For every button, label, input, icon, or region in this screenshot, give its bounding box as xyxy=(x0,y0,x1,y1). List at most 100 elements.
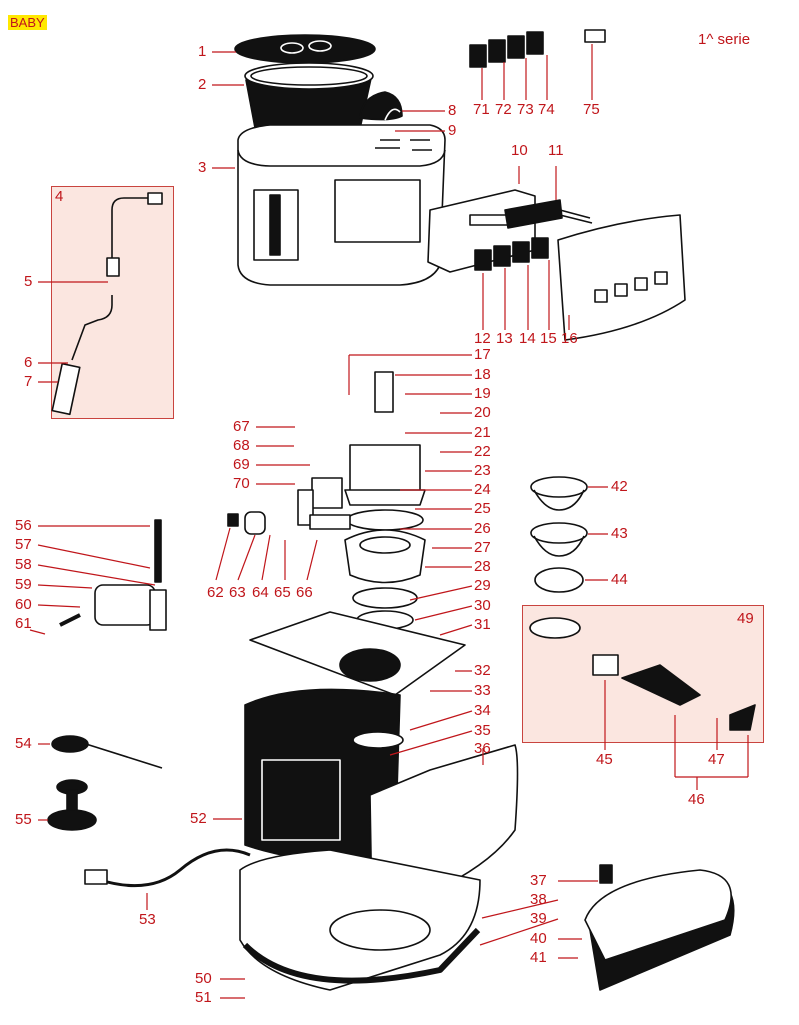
callout-54: 54 xyxy=(15,735,32,752)
callout-1: 1 xyxy=(198,43,207,60)
callout-72: 72 xyxy=(495,101,512,118)
callout-60: 60 xyxy=(15,596,32,613)
callout-68: 68 xyxy=(233,437,250,454)
callout-69: 69 xyxy=(233,456,250,473)
power-cord-drawing xyxy=(99,848,251,888)
callout-17: 17 xyxy=(474,346,491,363)
callout-13: 13 xyxy=(496,330,513,347)
callout-28: 28 xyxy=(474,558,491,575)
callout-40: 40 xyxy=(530,930,547,947)
series-note: 1^ serie xyxy=(698,31,751,48)
callout-26: 26 xyxy=(474,520,491,537)
steam-knob-drawing xyxy=(359,91,403,121)
scoop-drawing xyxy=(51,735,163,769)
callout-51: 51 xyxy=(195,989,212,1006)
callout-65: 65 xyxy=(274,584,291,601)
callout-49: 49 xyxy=(737,610,754,627)
callout-12: 12 xyxy=(474,330,491,347)
steam-wand-drawing xyxy=(51,192,163,416)
callout-50: 50 xyxy=(195,970,212,987)
callout-47: 47 xyxy=(708,751,725,768)
drip-tray-drawing xyxy=(584,864,735,991)
callout-27: 27 xyxy=(474,539,491,556)
callout-43: 43 xyxy=(611,525,628,542)
tamper-drawing xyxy=(47,779,97,831)
callout-18: 18 xyxy=(474,366,491,383)
callout-22: 22 xyxy=(474,443,491,460)
callout-66: 66 xyxy=(296,584,313,601)
callout-57: 57 xyxy=(15,536,32,553)
callout-2: 2 xyxy=(198,76,207,93)
callout-74: 74 xyxy=(538,101,555,118)
callout-56: 56 xyxy=(15,517,32,534)
chassis-plate-drawing xyxy=(249,611,466,696)
callout-3: 3 xyxy=(198,159,207,176)
filter-baskets-drawing xyxy=(530,476,588,593)
callout-11: 11 xyxy=(548,142,564,159)
upper-cover-drawing xyxy=(237,124,446,286)
callout-75: 75 xyxy=(583,101,600,118)
callout-10: 10 xyxy=(511,142,528,159)
callout-8: 8 xyxy=(448,102,457,119)
portafilter-drawing xyxy=(529,617,756,731)
callout-73: 73 xyxy=(517,101,534,118)
connector-drawing xyxy=(584,29,606,43)
callout-24: 24 xyxy=(474,481,491,498)
model-badge: BABY xyxy=(8,15,47,30)
front-cover-drawing xyxy=(557,214,686,341)
callout-34: 34 xyxy=(474,702,491,719)
callout-55: 55 xyxy=(15,811,32,828)
callout-32: 32 xyxy=(474,662,491,679)
callout-59: 59 xyxy=(15,576,32,593)
callout-37: 37 xyxy=(530,872,547,889)
tank-lid-drawing xyxy=(234,34,376,64)
callout-46: 46 xyxy=(688,791,705,808)
pump-drawing xyxy=(59,519,167,631)
callout-44: 44 xyxy=(611,571,628,588)
callout-4: 4 xyxy=(55,188,64,205)
callout-41: 41 xyxy=(530,949,547,966)
callout-16: 16 xyxy=(561,330,578,347)
callout-35: 35 xyxy=(474,722,491,739)
callout-36: 36 xyxy=(474,740,491,757)
callout-71: 71 xyxy=(473,101,490,118)
callout-6: 6 xyxy=(24,354,33,371)
callout-52: 52 xyxy=(190,810,207,827)
front-switches-drawing xyxy=(474,237,549,271)
top-switches-drawing xyxy=(469,31,544,68)
callout-42: 42 xyxy=(611,478,628,495)
leader-lines xyxy=(29,44,749,999)
callout-38: 38 xyxy=(530,891,547,908)
callout-7: 7 xyxy=(24,373,33,390)
callout-5: 5 xyxy=(24,273,33,290)
callout-64: 64 xyxy=(252,584,269,601)
callout-15: 15 xyxy=(540,330,557,347)
frame-drawing xyxy=(244,688,404,862)
callout-62: 62 xyxy=(207,584,224,601)
callout-29: 29 xyxy=(474,577,491,594)
callout-31: 31 xyxy=(474,616,491,633)
callout-21: 21 xyxy=(474,424,491,441)
nameplate-drawing xyxy=(504,199,593,229)
callout-9: 9 xyxy=(448,122,457,139)
callout-53: 53 xyxy=(139,911,156,928)
callout-33: 33 xyxy=(474,682,491,699)
callout-20: 20 xyxy=(474,404,491,421)
callout-25: 25 xyxy=(474,500,491,517)
callout-45: 45 xyxy=(596,751,613,768)
callout-58: 58 xyxy=(15,556,32,573)
callout-70: 70 xyxy=(233,475,250,492)
plug-drawing xyxy=(84,869,108,885)
callout-63: 63 xyxy=(229,584,246,601)
callout-30: 30 xyxy=(474,597,491,614)
callout-14: 14 xyxy=(519,330,536,347)
callout-39: 39 xyxy=(530,910,547,927)
callout-61: 61 xyxy=(15,615,32,632)
boiler-group-drawing xyxy=(344,371,426,630)
base-drawing xyxy=(239,849,481,991)
callout-23: 23 xyxy=(474,462,491,479)
callout-67: 67 xyxy=(233,418,250,435)
callout-19: 19 xyxy=(474,385,491,402)
